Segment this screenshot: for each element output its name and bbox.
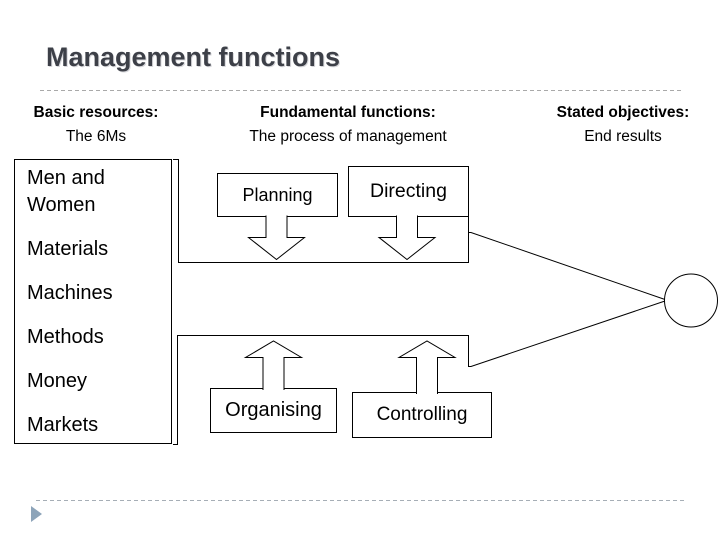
- slide-title: Management functions: [46, 42, 341, 72]
- resources-list: Men and Women Materials Machines Methods…: [27, 165, 157, 456]
- resource-item-machines: Machines: [27, 282, 113, 304]
- basic-resources-heading: Basic resources:: [33, 104, 159, 121]
- stated-objectives-subheading: End results: [584, 128, 662, 145]
- directing-label: Directing: [370, 180, 447, 202]
- end-results-circle: [664, 273, 718, 328]
- directing-box: Directing: [348, 166, 469, 217]
- controlling-label: Controlling: [376, 404, 468, 425]
- column-header-basic-resources: Basic resources: The 6Ms: [8, 103, 184, 146]
- resource-item-markets: Markets: [27, 414, 99, 436]
- footer-bullet-icon: [31, 506, 42, 522]
- resource-item-men-and-women: Men and Women: [27, 167, 105, 216]
- stated-objectives-heading: Stated objectives:: [556, 104, 690, 121]
- fundamental-functions-heading: Fundamental functions:: [260, 104, 436, 121]
- planning-box: Planning: [217, 173, 338, 217]
- organising-box: Organising: [210, 388, 337, 433]
- resource-item-methods: Methods: [27, 326, 104, 348]
- organising-up-arrow-icon: [243, 340, 304, 390]
- column-header-fundamental-functions: Fundamental functions: The process of ma…: [220, 103, 476, 146]
- controlling-box: Controlling: [352, 392, 492, 438]
- basic-resources-subheading: The 6Ms: [65, 128, 127, 145]
- resource-item-money: Money: [27, 370, 88, 392]
- column-header-stated-objectives: Stated objectives: End results: [528, 103, 718, 146]
- planning-label: Planning: [242, 184, 313, 205]
- controlling-up-arrow-icon: [397, 340, 457, 394]
- fundamental-functions-subheading: The process of management: [249, 128, 447, 145]
- directing-down-arrow-icon: [377, 215, 437, 261]
- planning-down-arrow-icon: [247, 215, 306, 261]
- organising-label: Organising: [225, 399, 322, 421]
- resources-box: [14, 159, 172, 444]
- resource-item-materials: Materials: [27, 238, 109, 260]
- funnel-top-line: [468, 232, 666, 300]
